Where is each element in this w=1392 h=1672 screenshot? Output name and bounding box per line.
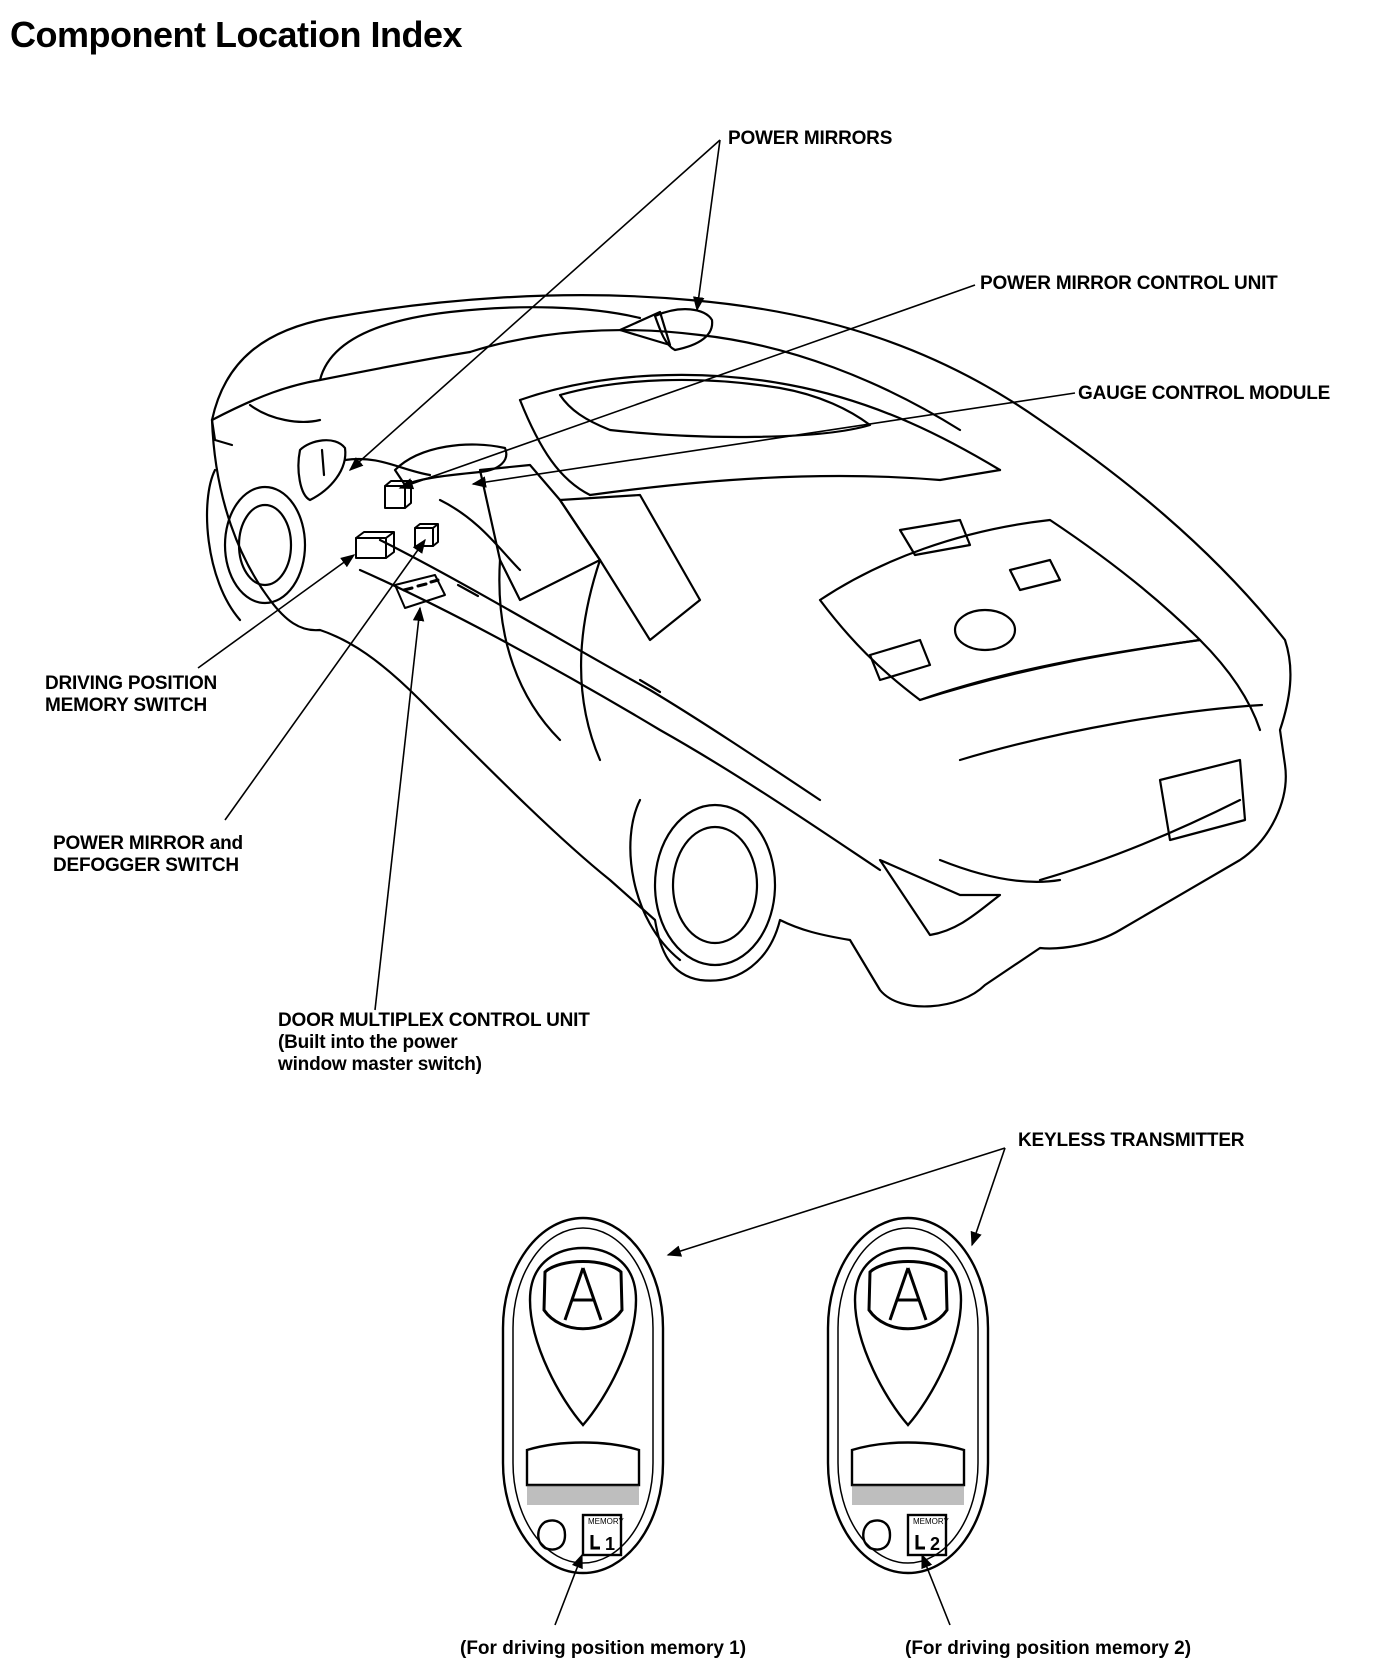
memory-label-2: MEMORY	[913, 1517, 950, 1526]
label-line: DRIVING POSITION	[45, 673, 218, 694]
label-line: MEMORY SWITCH	[45, 695, 208, 716]
label-line: DOOR MULTIPLEX CONTROL UNIT	[278, 1010, 590, 1031]
label-line: DEFOGGER SWITCH	[53, 855, 239, 876]
label-power-mirrors: POWER MIRRORS	[728, 128, 893, 149]
memory-label-1: MEMORY	[588, 1517, 625, 1526]
page-title: Component Location Index	[10, 14, 463, 55]
label-driving-position-memory-switch: DRIVING POSITION MEMORY SWITCH	[45, 673, 217, 717]
label-power-mirror-control-unit: POWER MIRROR CONTROL UNIT	[980, 273, 1278, 294]
keyless-transmitter-2	[826, 1216, 990, 1575]
leader-lines	[197, 139, 1076, 1626]
label-line: (Built into the power	[278, 1032, 458, 1053]
caption-memory-1: (For driving position memory 1)	[460, 1638, 747, 1659]
label-power-mirror-defogger-switch: POWER MIRROR and DEFOGGER SWITCH	[53, 833, 243, 877]
car-illustration	[206, 294, 1292, 1008]
memory-number-2: 2	[930, 1534, 940, 1554]
memory-number-1: 1	[605, 1534, 615, 1554]
label-line: window master switch)	[278, 1054, 482, 1075]
label-keyless-transmitter: KEYLESS TRANSMITTER	[1018, 1130, 1245, 1151]
caption-memory-2: (For driving position memory 2)	[905, 1638, 1192, 1659]
label-gauge-control-module: GAUGE CONTROL MODULE	[1078, 383, 1331, 404]
label-door-multiplex-control-unit: DOOR MULTIPLEX CONTROL UNIT (Built into …	[278, 1010, 590, 1076]
label-line: POWER MIRROR and	[53, 833, 243, 854]
keyless-transmitter-1	[501, 1216, 665, 1575]
